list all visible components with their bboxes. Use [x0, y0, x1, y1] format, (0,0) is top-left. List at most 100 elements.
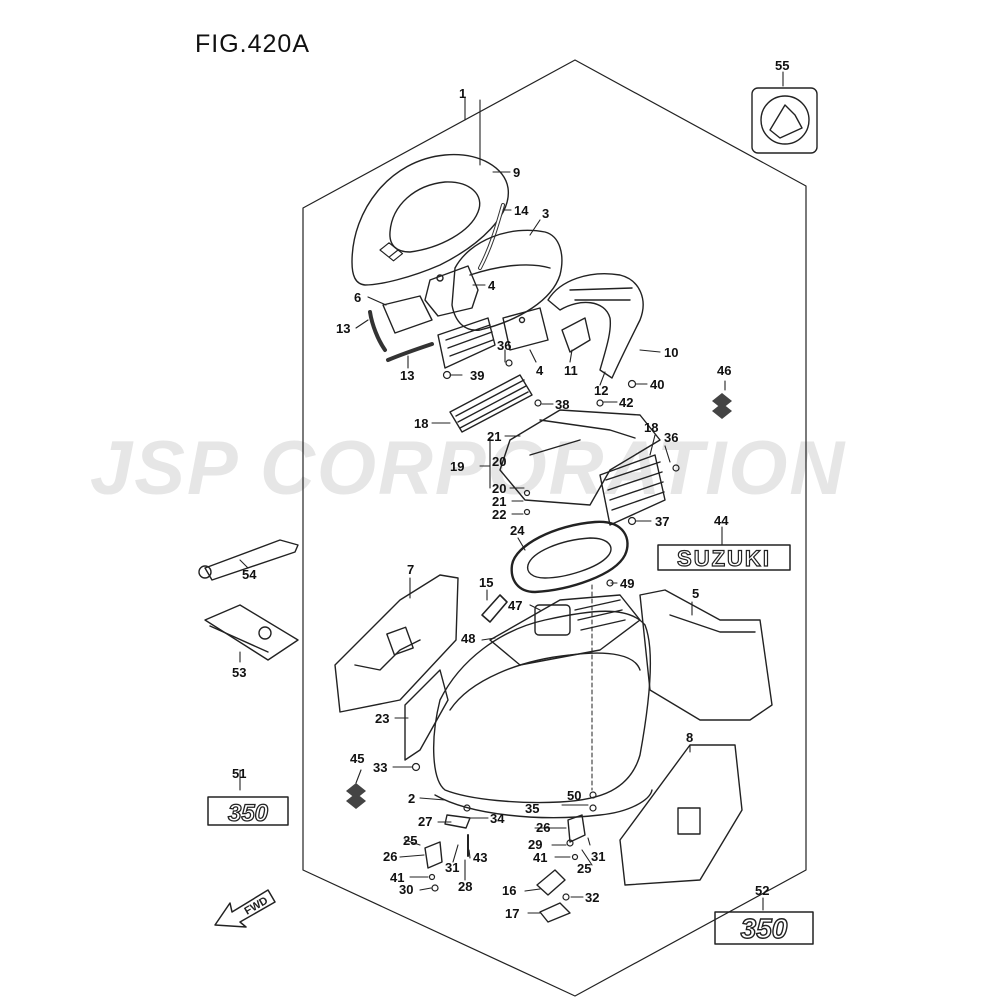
callout-33: 33	[373, 760, 387, 775]
callout-7: 7	[407, 562, 414, 577]
callout-20a: 20	[492, 454, 506, 469]
part-upper-grille	[437, 317, 496, 369]
part-6-pad	[382, 295, 433, 334]
part-16-latch	[536, 869, 566, 896]
callout-43: 43	[473, 850, 487, 865]
callout-21a: 21	[487, 429, 501, 444]
callout-32: 32	[585, 890, 599, 905]
model-350-decal-small: 350	[228, 800, 269, 827]
callout-39: 39	[470, 368, 484, 383]
callout-53: 53	[232, 665, 246, 680]
callout-51: 51	[232, 766, 246, 781]
callout-13a: 13	[336, 321, 350, 336]
part-3-rear-cover	[451, 229, 563, 331]
callout-19: 19	[450, 459, 464, 474]
assembly-boundary	[302, 59, 807, 997]
callout-41a: 41	[390, 870, 404, 885]
part-55-warning-decal	[751, 87, 818, 154]
part-19-duct-housing	[499, 409, 661, 506]
part-52-decal-frame	[714, 911, 814, 945]
callout-2: 2	[408, 791, 415, 806]
callout-40: 40	[650, 377, 664, 392]
part-26-bracket-left	[424, 841, 443, 869]
callout-labels: 1 2 3 4 4 5 6 7 8 9 10 11 12 13 13 14 15…	[232, 58, 789, 921]
callout-8: 8	[686, 730, 693, 745]
callout-41b: 41	[533, 850, 547, 865]
part-47-intake	[489, 594, 641, 666]
callout-18a: 18	[414, 416, 428, 431]
part-8-lower-panel	[619, 744, 743, 886]
callout-26a: 26	[383, 849, 397, 864]
callout-25b: 25	[577, 861, 591, 876]
callout-3: 3	[542, 206, 549, 221]
callout-47: 47	[508, 598, 522, 613]
callout-25a: 25	[403, 833, 417, 848]
suzuki-s-logo-icon	[379, 242, 404, 262]
callout-9: 9	[513, 165, 520, 180]
part-10-side-cowl	[547, 273, 644, 379]
callout-42: 42	[619, 395, 633, 410]
part-18-duct-right	[599, 454, 666, 526]
part-53-manual	[204, 604, 299, 661]
callout-12: 12	[594, 383, 608, 398]
callout-52: 52	[755, 883, 769, 898]
part-11-bracket	[561, 317, 591, 353]
callout-17: 17	[505, 906, 519, 921]
callout-13b: 13	[400, 368, 414, 383]
part-44-decal-frame	[657, 544, 791, 571]
callout-35: 35	[525, 801, 539, 816]
part-26-bracket-right	[567, 814, 586, 843]
callout-1: 1	[459, 86, 466, 101]
part-4-panel-lower	[502, 307, 549, 351]
callout-24: 24	[510, 523, 525, 538]
callout-34: 34	[490, 811, 505, 826]
callout-29: 29	[528, 837, 542, 852]
callout-30: 30	[399, 882, 413, 897]
part-45-s-logo	[346, 783, 366, 809]
leader-lines	[239, 71, 784, 914]
callout-36a: 36	[497, 338, 511, 353]
callout-15: 15	[479, 575, 493, 590]
part-9-top-cover	[351, 153, 509, 286]
callout-21b: 21	[492, 494, 506, 509]
part-18-duct-left	[449, 374, 533, 433]
suzuki-decal-text: SUZUKI	[677, 546, 771, 571]
hex-wrench-icon	[198, 539, 299, 581]
callout-27: 27	[418, 814, 432, 829]
model-350-decal-large: 350	[741, 913, 788, 944]
callout-46: 46	[717, 363, 731, 378]
callout-28: 28	[458, 879, 472, 894]
callout-54: 54	[242, 567, 257, 582]
callout-14: 14	[514, 203, 529, 218]
callout-10: 10	[664, 345, 678, 360]
callout-45: 45	[350, 751, 364, 766]
callout-31b: 31	[591, 849, 605, 864]
part-13-strip-b	[386, 342, 434, 362]
part-23-bracket	[404, 669, 449, 761]
callout-50: 50	[567, 788, 581, 803]
part-15-plug	[481, 594, 508, 623]
callout-11: 11	[564, 363, 578, 378]
fwd-arrow-text: FWD	[243, 895, 271, 918]
part-7-side-panel	[334, 574, 459, 713]
callout-55: 55	[775, 58, 789, 73]
callout-26b: 26	[536, 820, 550, 835]
callout-16: 16	[502, 883, 516, 898]
callout-20b: 20	[492, 481, 506, 496]
callout-38: 38	[555, 397, 569, 412]
watermark-text: JSP CORPORATION	[90, 426, 847, 511]
part-13-strip-a	[368, 310, 387, 352]
callout-6: 6	[354, 290, 361, 305]
fwd-arrow-icon	[214, 889, 276, 928]
callout-44: 44	[714, 513, 729, 528]
part-5-side-panel	[639, 589, 773, 721]
warning-hand-icon	[769, 104, 803, 139]
callout-22: 22	[492, 507, 506, 522]
callout-36b: 36	[664, 430, 678, 445]
fastener-set	[411, 359, 680, 901]
callout-49: 49	[620, 576, 634, 591]
callout-18b: 18	[644, 420, 658, 435]
callout-37: 37	[655, 514, 669, 529]
